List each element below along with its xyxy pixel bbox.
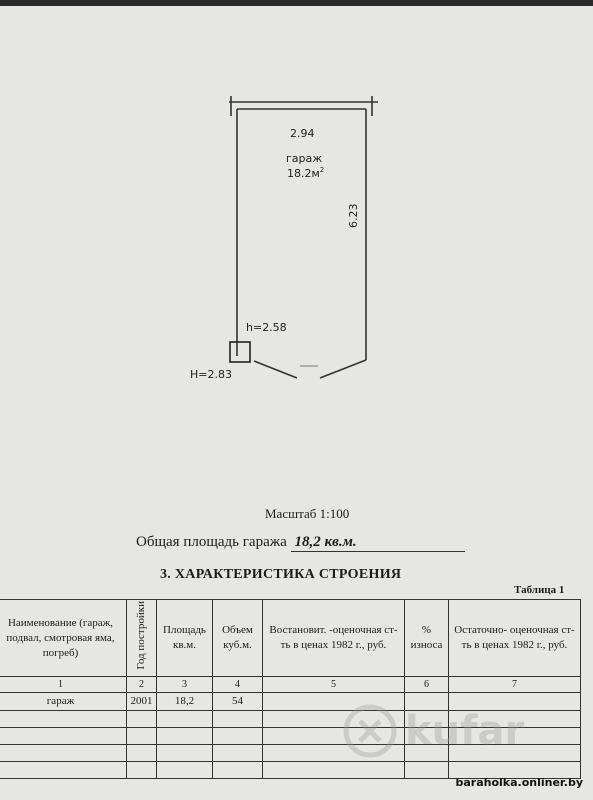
header-area: Площадь кв.м.: [156, 599, 213, 677]
empty-row: [0, 727, 581, 745]
gate-left-leaf: [253, 360, 298, 379]
characteristics-table: Наименование (гараж, подвал, смотровая я…: [0, 599, 581, 779]
header-name: Наименование (гараж, подвал, смотровая я…: [0, 599, 127, 677]
table-header-row: Наименование (гараж, подвал, смотровая я…: [0, 599, 581, 677]
scale-label: Масштаб 1:100: [265, 506, 350, 521]
header-residual-cost: Остаточно- оценочная ст-ть в ценах 1982 …: [448, 599, 581, 677]
watermark-text: kufar: [405, 708, 525, 754]
header-restoration-cost: Востановит. -оценочная ст-ть в ценах 198…: [262, 599, 405, 677]
total-area-value: 18,2 кв.м.: [290, 534, 465, 552]
kufar-logo-icon: [343, 704, 397, 758]
table-label: Таблица 1: [514, 584, 565, 596]
total-area-line: Общая площадь гаража 18,2 кв.м.: [136, 534, 465, 552]
header-wear: % износа: [404, 599, 449, 677]
empty-row: [0, 761, 581, 779]
header-year: Год постройки: [126, 599, 157, 677]
gate-right-leaf: [319, 359, 367, 379]
total-height-label: H=2.83: [190, 368, 232, 381]
length-label: 6.23: [347, 204, 360, 229]
kufar-watermark: kufar: [343, 704, 524, 758]
header-volume: Объем куб.м.: [212, 599, 263, 677]
empty-row: [0, 710, 581, 728]
section-title: 3. ХАРАКТЕРИСТИКА СТРОЕНИЯ: [160, 567, 402, 582]
room-area: 18.2м2: [287, 166, 324, 180]
width-label: 2.94: [290, 127, 315, 140]
column-marker: [229, 341, 251, 363]
room-name: гараж: [286, 152, 322, 165]
gate-height-label: h=2.58: [246, 321, 287, 334]
document-page: 2.94 гараж 18.2м2 6.23 h=2.58 H=2.83 Мас…: [0, 6, 593, 800]
site-watermark: baraholka.onliner.by: [455, 776, 583, 789]
garage-floor-plan: 2.94 гараж 18.2м2 6.23 h=2.58 H=2.83: [190, 96, 378, 381]
column-number-row: 1 2 3 4 5 6 7: [0, 676, 581, 693]
total-area-label: Общая площадь гаража: [136, 534, 287, 550]
